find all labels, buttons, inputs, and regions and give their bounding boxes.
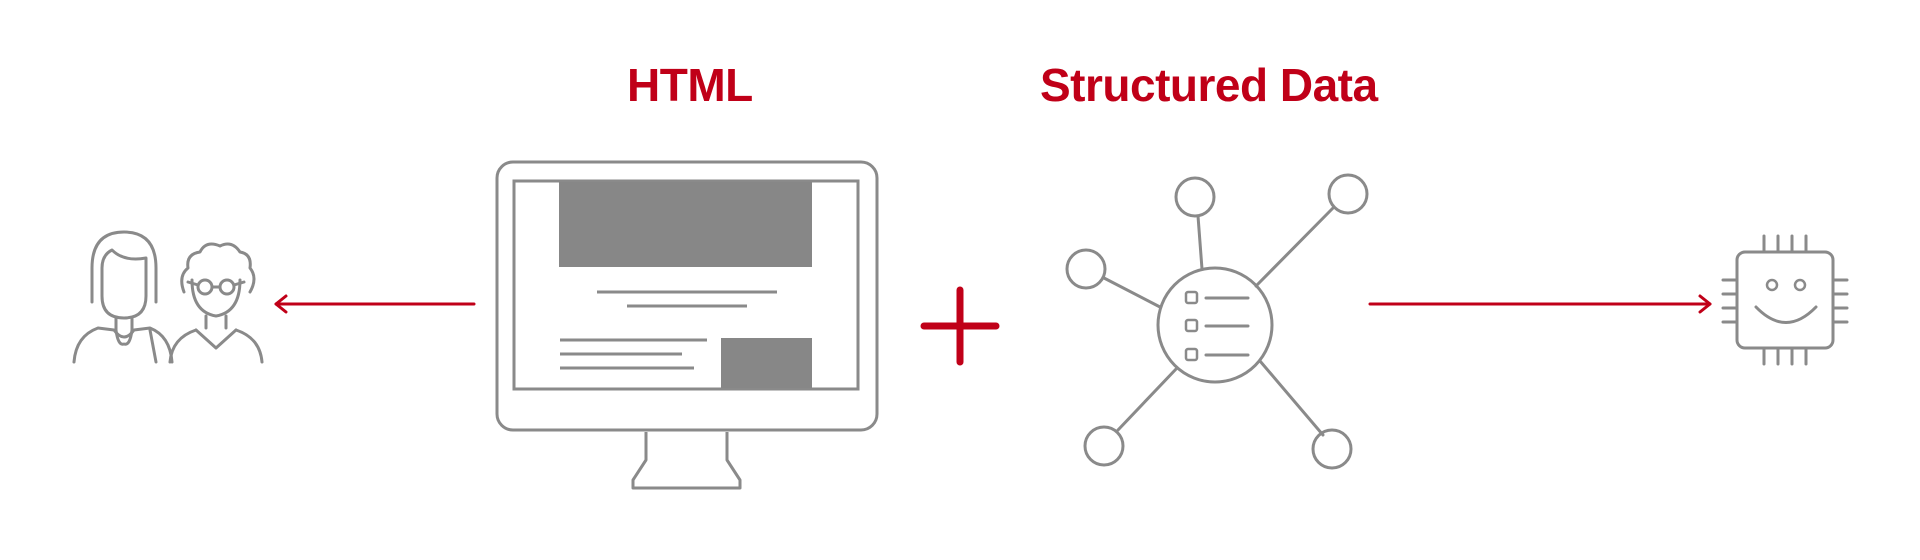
robot-chip-icon (1721, 234, 1849, 366)
plus-icon (920, 286, 1000, 366)
arrow-to-people (274, 294, 476, 314)
structured-data-network-icon (1065, 173, 1369, 470)
structured-data-heading: Structured Data (1040, 59, 1378, 111)
arrow-to-robot (1368, 294, 1712, 314)
people-icon (72, 230, 264, 364)
html-heading: HTML (627, 59, 753, 111)
monitor-icon (495, 160, 879, 490)
